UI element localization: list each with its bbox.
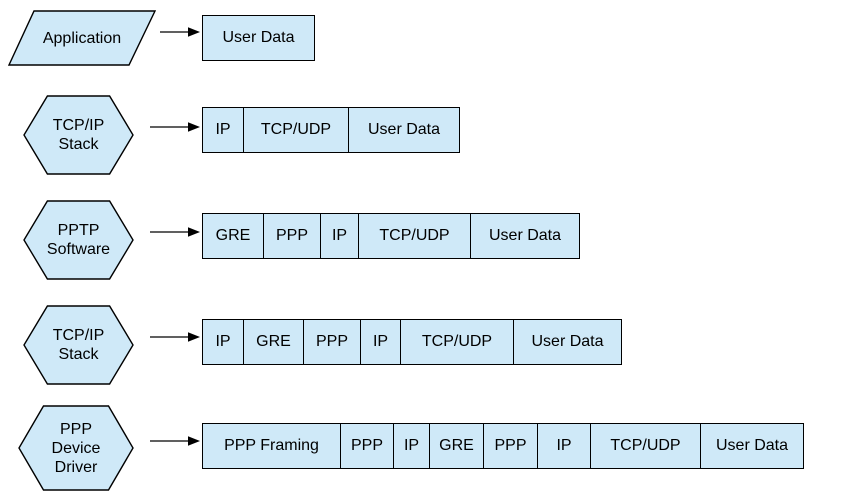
packet-field: GRE (203, 214, 264, 258)
packet-strip-1: User Data (202, 15, 315, 61)
arrow-right-icon (150, 122, 200, 132)
arrow-right-icon (150, 332, 200, 342)
packet-field: GRE (244, 320, 304, 364)
packet-field: User Data (701, 424, 803, 468)
packet-field: PPP (341, 424, 394, 468)
stage-label: TCP/IP Stack (52, 327, 105, 363)
arrow-right-icon (160, 27, 200, 37)
hexagon-icon (18, 405, 134, 491)
packet-field: IP (321, 214, 359, 258)
packet-field: IP (538, 424, 591, 468)
packet-field: TCP/UDP (359, 214, 471, 258)
packet-field: User Data (471, 214, 579, 258)
stage-label: TCP/IP Stack (52, 117, 105, 153)
stage-shape-4: TCP/IP Stack (23, 305, 134, 385)
stage-shape-5: PPP Device Driver (18, 405, 134, 491)
packet-field: TCP/UDP (244, 108, 349, 152)
arrow-right-icon (150, 227, 200, 237)
packet-field: TCP/UDP (401, 320, 514, 364)
stage-shape-3: PPTP Software (23, 200, 134, 280)
stage-label: Application (42, 29, 122, 47)
hexagon-icon (23, 305, 134, 385)
stage-shape-2: TCP/IP Stack (23, 95, 134, 175)
packet-field: IP (361, 320, 401, 364)
packet-field: PPP (484, 424, 538, 468)
hexagon-icon (23, 95, 134, 175)
stage-shape-1: Application (8, 10, 156, 66)
packet-field: IP (203, 108, 244, 152)
arrow-right-icon (150, 436, 200, 446)
packet-field: PPP Framing (203, 424, 341, 468)
stage-label: PPP Device Driver (51, 420, 101, 476)
parallelogram-icon (8, 10, 156, 66)
hexagon-icon (23, 200, 134, 280)
packet-field: IP (203, 320, 244, 364)
packet-field: PPP (304, 320, 361, 364)
packet-field: IP (394, 424, 430, 468)
packet-field: GRE (430, 424, 484, 468)
packet-field: TCP/UDP (591, 424, 701, 468)
packet-field: User Data (514, 320, 621, 364)
packet-field: User Data (349, 108, 459, 152)
stage-label: PPTP Software (46, 222, 111, 258)
packet-field: PPP (264, 214, 321, 258)
packet-field: User Data (203, 16, 314, 60)
